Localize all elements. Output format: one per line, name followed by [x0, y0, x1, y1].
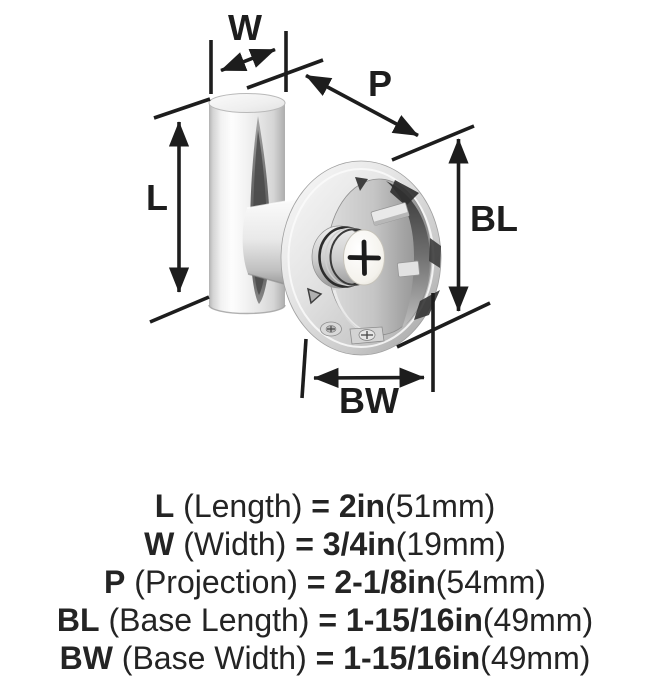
spec-metric: (54mm) [435, 564, 546, 600]
spec-line-base-length: BL (Base Length) = 1-15/16in(49mm) [0, 601, 650, 639]
spec-equals: = [306, 564, 326, 600]
cup-inner-wall-shadow [386, 181, 430, 328]
spec-line-width: W (Width) = 3/4in(19mm) [0, 525, 650, 563]
dimension-bw [300, 293, 435, 399]
spec-name: (Projection) [134, 564, 298, 600]
spec-equals: = [311, 488, 330, 524]
spec-value: 1-15/16in [343, 640, 481, 676]
post-top-face [208, 93, 286, 113]
spec-abbr: L [154, 488, 175, 524]
product-diagram-svg: W P L BL BW [146, 7, 518, 421]
spec-value: 3/4in [322, 526, 396, 562]
rim-notch [429, 238, 441, 268]
spec-value: 2-1/8in [334, 564, 436, 600]
spec-abbr: BL [56, 602, 100, 638]
dim-label-l: L [146, 177, 168, 218]
rim-notch [390, 180, 419, 206]
dim-label-bl: BL [470, 198, 518, 239]
product-dimension-diagram: W P L BL BW [146, 7, 518, 421]
spec-name: (Length) [183, 488, 303, 524]
dimension-w [209, 31, 288, 94]
dimension-bl [391, 124, 491, 349]
spec-name: (Base Length) [108, 602, 310, 638]
dim-label-bw: BW [339, 380, 399, 421]
screw-boss [349, 326, 385, 345]
spec-abbr: BW [59, 640, 113, 676]
spec-equals: = [315, 640, 335, 676]
spec-equals: = [295, 526, 314, 562]
spec-line-base-width-clipped: BW (Base Width) = 1-15/16in(49mm) [0, 639, 650, 677]
spec-metric: (49mm) [480, 640, 591, 676]
spec-metric: (49mm) [482, 602, 594, 638]
dimension-l [149, 97, 211, 324]
face-notch-triangle [306, 287, 323, 305]
screw-boss [320, 321, 342, 337]
spec-value: 1-15/16in [345, 602, 483, 638]
spec-abbr: W [144, 526, 175, 562]
mount-lug [370, 202, 410, 226]
dimension-p [246, 58, 419, 138]
spec-name: (Base Width) [121, 640, 307, 676]
spec-abbr: P [104, 564, 126, 600]
spec-metric: (51mm) [385, 488, 496, 524]
mounting-screw [311, 225, 385, 289]
dim-label-w: W [228, 7, 262, 48]
dimension-spec-list: L (Length) = 2in(51mm) W (Width) = 3/4in… [0, 487, 650, 677]
spec-line-projection: P (Projection) = 2-1/8in(54mm) [0, 563, 650, 601]
spec-equals: = [318, 602, 338, 638]
spec-name: (Width) [183, 526, 287, 562]
mount-lug [397, 260, 420, 278]
face-notch-triangle [355, 177, 368, 191]
dim-label-p: P [368, 63, 392, 104]
spec-value: 2in [338, 488, 386, 524]
phillips-cross-icon [347, 239, 381, 276]
spec-line-length: L (Length) = 2in(51mm) [0, 487, 650, 525]
spec-metric: (19mm) [395, 526, 506, 562]
